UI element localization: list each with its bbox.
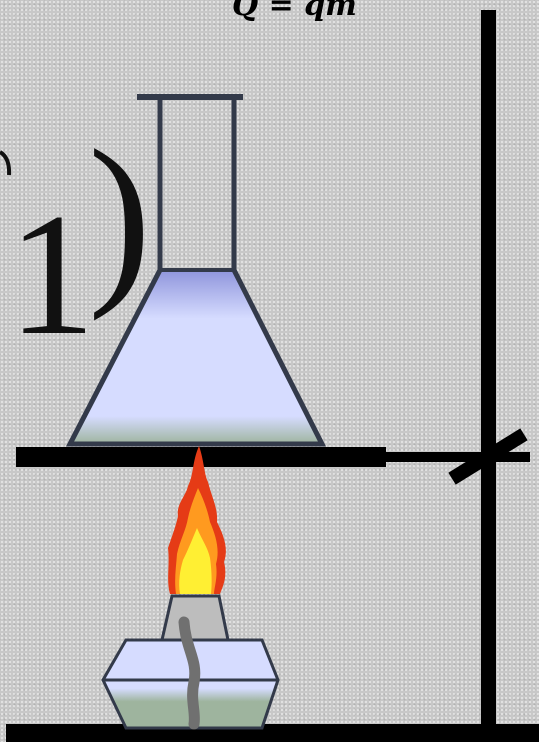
glyph-fragment (0, 150, 12, 176)
stand-base (6, 724, 539, 742)
burner-neck (160, 594, 230, 642)
clamp-icon (448, 428, 528, 485)
flame-inner (179, 528, 212, 594)
flask-icon (65, 94, 327, 447)
stand-arm (380, 452, 530, 462)
stand-pole (481, 10, 496, 730)
burner-icon (101, 594, 280, 730)
flame-icon (168, 446, 226, 594)
flask-outline (65, 97, 327, 447)
digit-one: 1 (8, 177, 96, 371)
wick-icon (178, 616, 201, 730)
flask-liquid (70, 270, 322, 444)
closing-parenthesis: ) (88, 112, 151, 322)
formula-text: Q = qm (232, 0, 357, 23)
